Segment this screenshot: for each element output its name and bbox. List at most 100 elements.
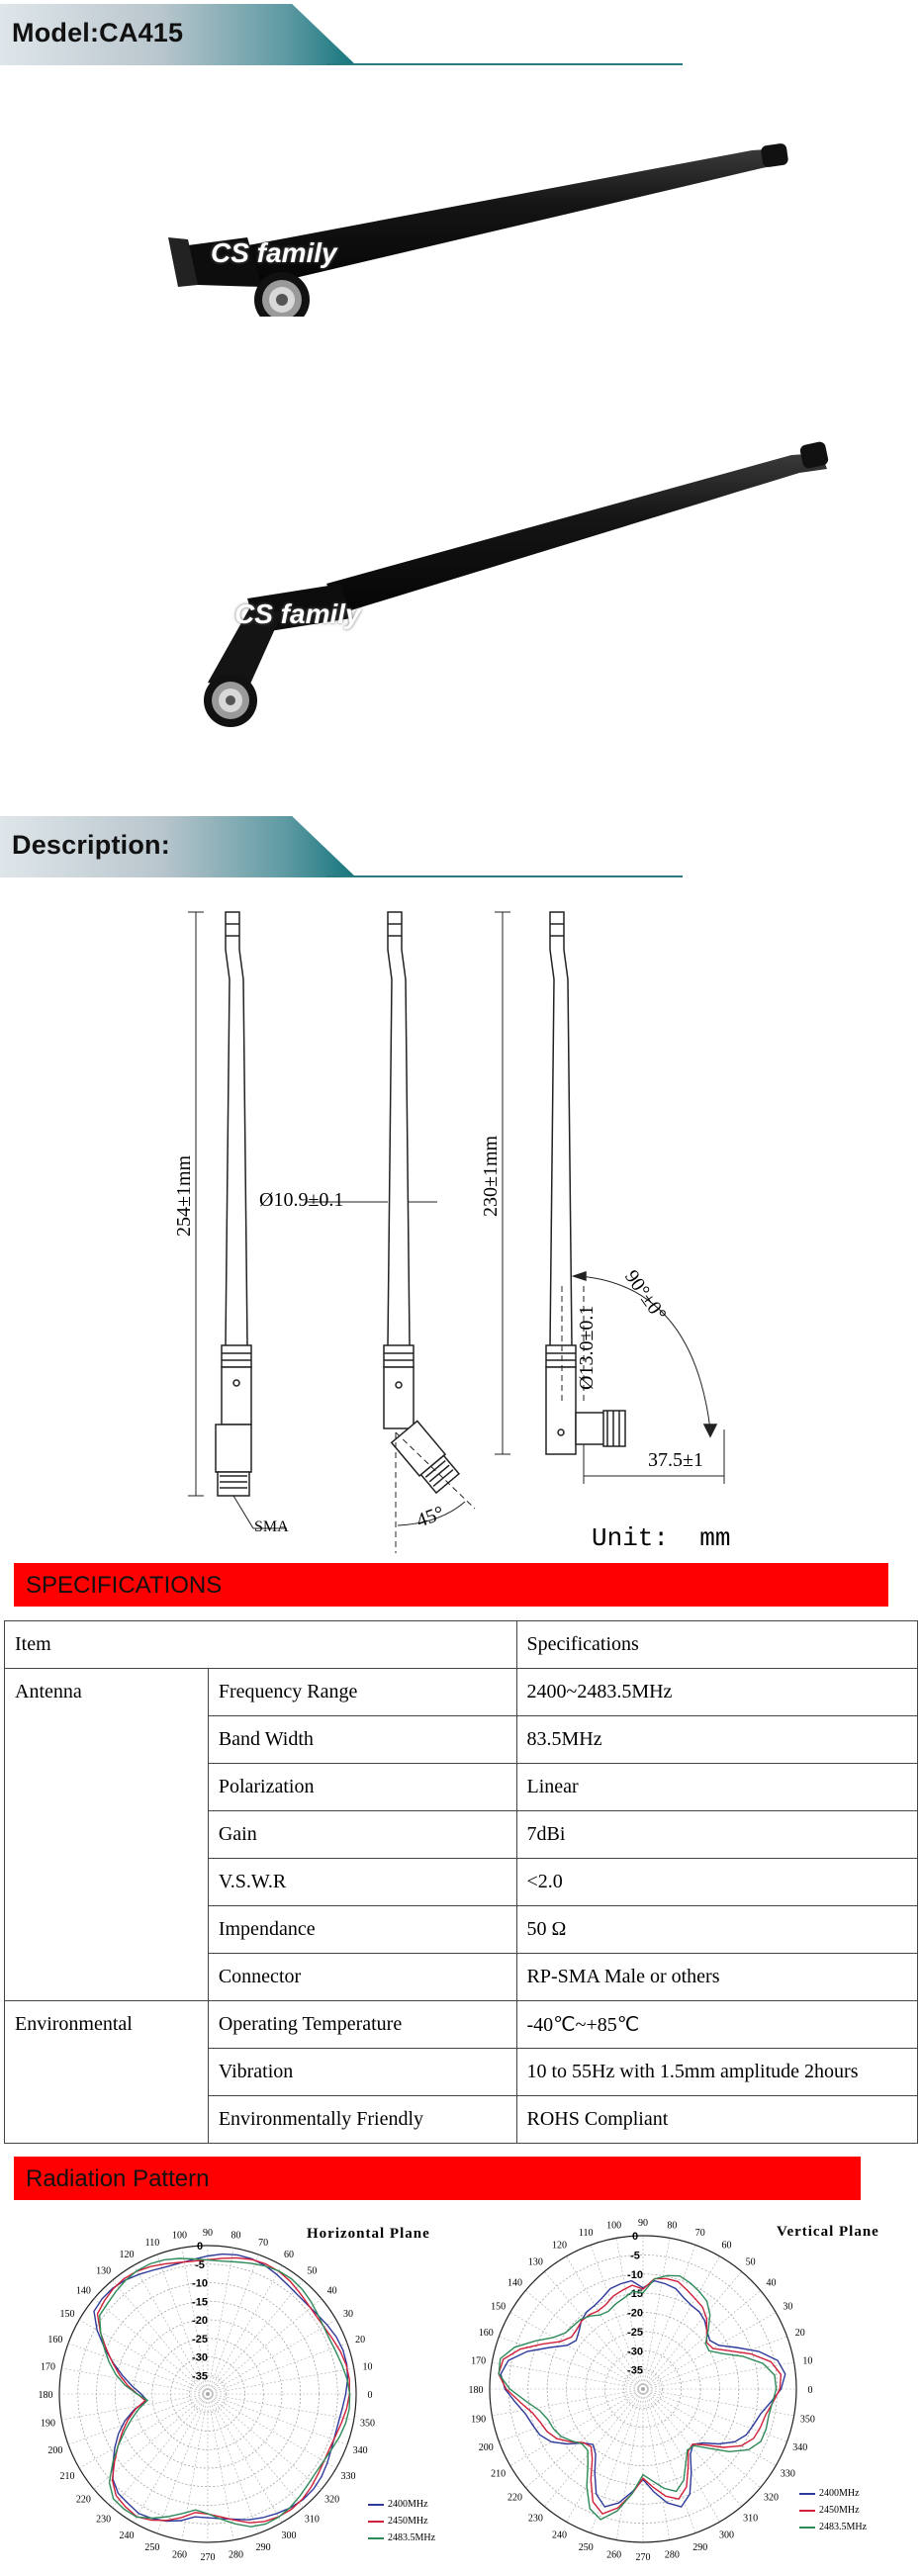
description-title: Description: [12, 830, 170, 860]
angle-label: 80 [230, 2230, 240, 2241]
angle-label: 60 [722, 2241, 732, 2252]
angle-label: 270 [201, 2552, 216, 2563]
angle-label: 110 [579, 2228, 594, 2239]
angle-label: 230 [96, 2515, 111, 2526]
angle-label: 290 [692, 2542, 707, 2553]
spec-value: <2.0 [515, 1858, 918, 1906]
ring-label: -35 [627, 2365, 643, 2377]
angle-label: 20 [355, 2335, 365, 2346]
angle-label: 340 [353, 2445, 368, 2456]
angle-label: 90 [638, 2218, 648, 2229]
spec-label: Environmentally Friendly [207, 2095, 517, 2144]
angle-label: 210 [491, 2469, 506, 2480]
angle-label: 170 [471, 2356, 486, 2367]
group-antenna: Antenna [4, 1668, 209, 2001]
pattern-trace [498, 2277, 783, 2516]
spec-label: Operating Temperature [207, 2000, 517, 2049]
legend-item: 2483.5MHz [368, 2530, 435, 2546]
radiation-header: Radiation Pattern [14, 2157, 861, 2200]
angle-label: 310 [743, 2513, 758, 2524]
angle-label: 150 [59, 2309, 74, 2320]
horizontal-legend: 2400MHz 2450MHz 2483.5MHz [368, 2496, 435, 2546]
angle-label: 70 [258, 2238, 268, 2249]
table-row: Band Width 83.5MHz [5, 1715, 918, 1764]
angle-label: 130 [96, 2265, 111, 2276]
angle-label: 30 [343, 2309, 353, 2320]
angle-label: 250 [579, 2542, 594, 2553]
angle-label: 100 [606, 2221, 621, 2232]
vertical-legend: 2400MHz 2450MHz 2483.5MHz [799, 2485, 867, 2535]
angle-label: 350 [360, 2418, 375, 2429]
spec-value: -40℃~+85℃ [515, 2000, 918, 2049]
table-header-item: Item [4, 1620, 517, 1669]
angle-label: 300 [282, 2530, 297, 2541]
angle-label: 160 [479, 2328, 494, 2339]
spec-value: Linear [515, 1763, 918, 1811]
legend-item: 2400MHz [799, 2485, 867, 2502]
angle-label: 0 [808, 2385, 813, 2396]
angle-label: 150 [491, 2302, 506, 2313]
pattern-trace [500, 2279, 786, 2508]
table-row: Environmental Operating Temperature -40℃… [4, 2000, 918, 2144]
angle-label: 250 [144, 2542, 159, 2553]
horizontal-plane-title: Horizontal Plane [307, 2226, 430, 2242]
angle-label: 50 [746, 2257, 756, 2268]
angle-label: 230 [528, 2513, 543, 2524]
angle-label: 30 [783, 2302, 792, 2313]
ring-label: -10 [192, 2278, 208, 2290]
model-title: Model:CA415 [12, 18, 184, 47]
spec-label: Frequency Range [207, 1668, 517, 1716]
legend-item: 2450MHz [368, 2513, 435, 2530]
spec-value: 50 Ω [515, 1905, 918, 1954]
angle-label: 330 [781, 2469, 795, 2480]
angle-label: 180 [469, 2385, 484, 2396]
angle-label: 330 [341, 2471, 356, 2482]
angle-label: 220 [507, 2493, 522, 2504]
ring-label: -20 [627, 2308, 643, 2320]
spec-value: 7dBi [515, 1810, 918, 1859]
spec-label: Gain [207, 1810, 517, 1859]
spec-label: V.S.W.R [207, 1858, 517, 1906]
angle-label: 240 [120, 2530, 135, 2541]
dimension-drawing: 254±1mm Ø10.9±0.1 230±1mm Ø13.0±0.1 90°±… [0, 890, 922, 1573]
spec-label: Band Width [207, 1715, 517, 1764]
angle-label: 100 [172, 2230, 187, 2241]
spec-label: Impendance [207, 1905, 517, 1954]
angle-label: 210 [59, 2471, 74, 2482]
angle-label: 120 [552, 2241, 567, 2252]
angle-label: 0 [368, 2390, 373, 2401]
ring-label: -25 [192, 2334, 208, 2346]
angle-label: 110 [145, 2238, 160, 2249]
pattern-trace [96, 2256, 351, 2524]
angle-label: 300 [719, 2530, 734, 2540]
angle-label: 320 [764, 2493, 779, 2504]
angle-label: 160 [47, 2335, 62, 2346]
ring-label: -15 [627, 2288, 643, 2300]
spec-label: Vibration [207, 2048, 517, 2096]
angle-label: 260 [606, 2549, 621, 2560]
angle-label: 20 [795, 2328, 805, 2339]
dim-height: 230±1mm [480, 1135, 502, 1217]
angle-label: 60 [284, 2250, 294, 2260]
brand-watermark-2: CS family [234, 598, 361, 629]
angle-label: 10 [802, 2356, 812, 2367]
table-row: Antenna Frequency Range 2400~2483.5MHz [4, 1668, 918, 2001]
dim-diameter2: Ø13.0±0.1 [576, 1305, 598, 1390]
angle-label: 70 [695, 2228, 705, 2239]
table-row: Polarization Linear [5, 1763, 918, 1811]
radiation-title: Radiation Pattern [26, 2165, 210, 2192]
angle-label: 310 [305, 2515, 320, 2526]
spec-value: 2400~2483.5MHz [515, 1668, 918, 1716]
angle-label: 280 [665, 2549, 680, 2560]
dim-connector: SMA [254, 1518, 289, 1535]
angle-label: 320 [324, 2494, 339, 2505]
spec-value: 10 to 55Hz with 1.5mm amplitude 2hours [515, 2048, 918, 2096]
spec-label: Polarization [207, 1763, 517, 1811]
table-row: Item Specifications [4, 1620, 918, 1669]
table-row: Impendance 50 Ω [5, 1905, 918, 1954]
angle-label: 280 [229, 2550, 243, 2561]
legend-item: 2483.5MHz [799, 2519, 867, 2535]
ring-label: -20 [192, 2315, 208, 2327]
